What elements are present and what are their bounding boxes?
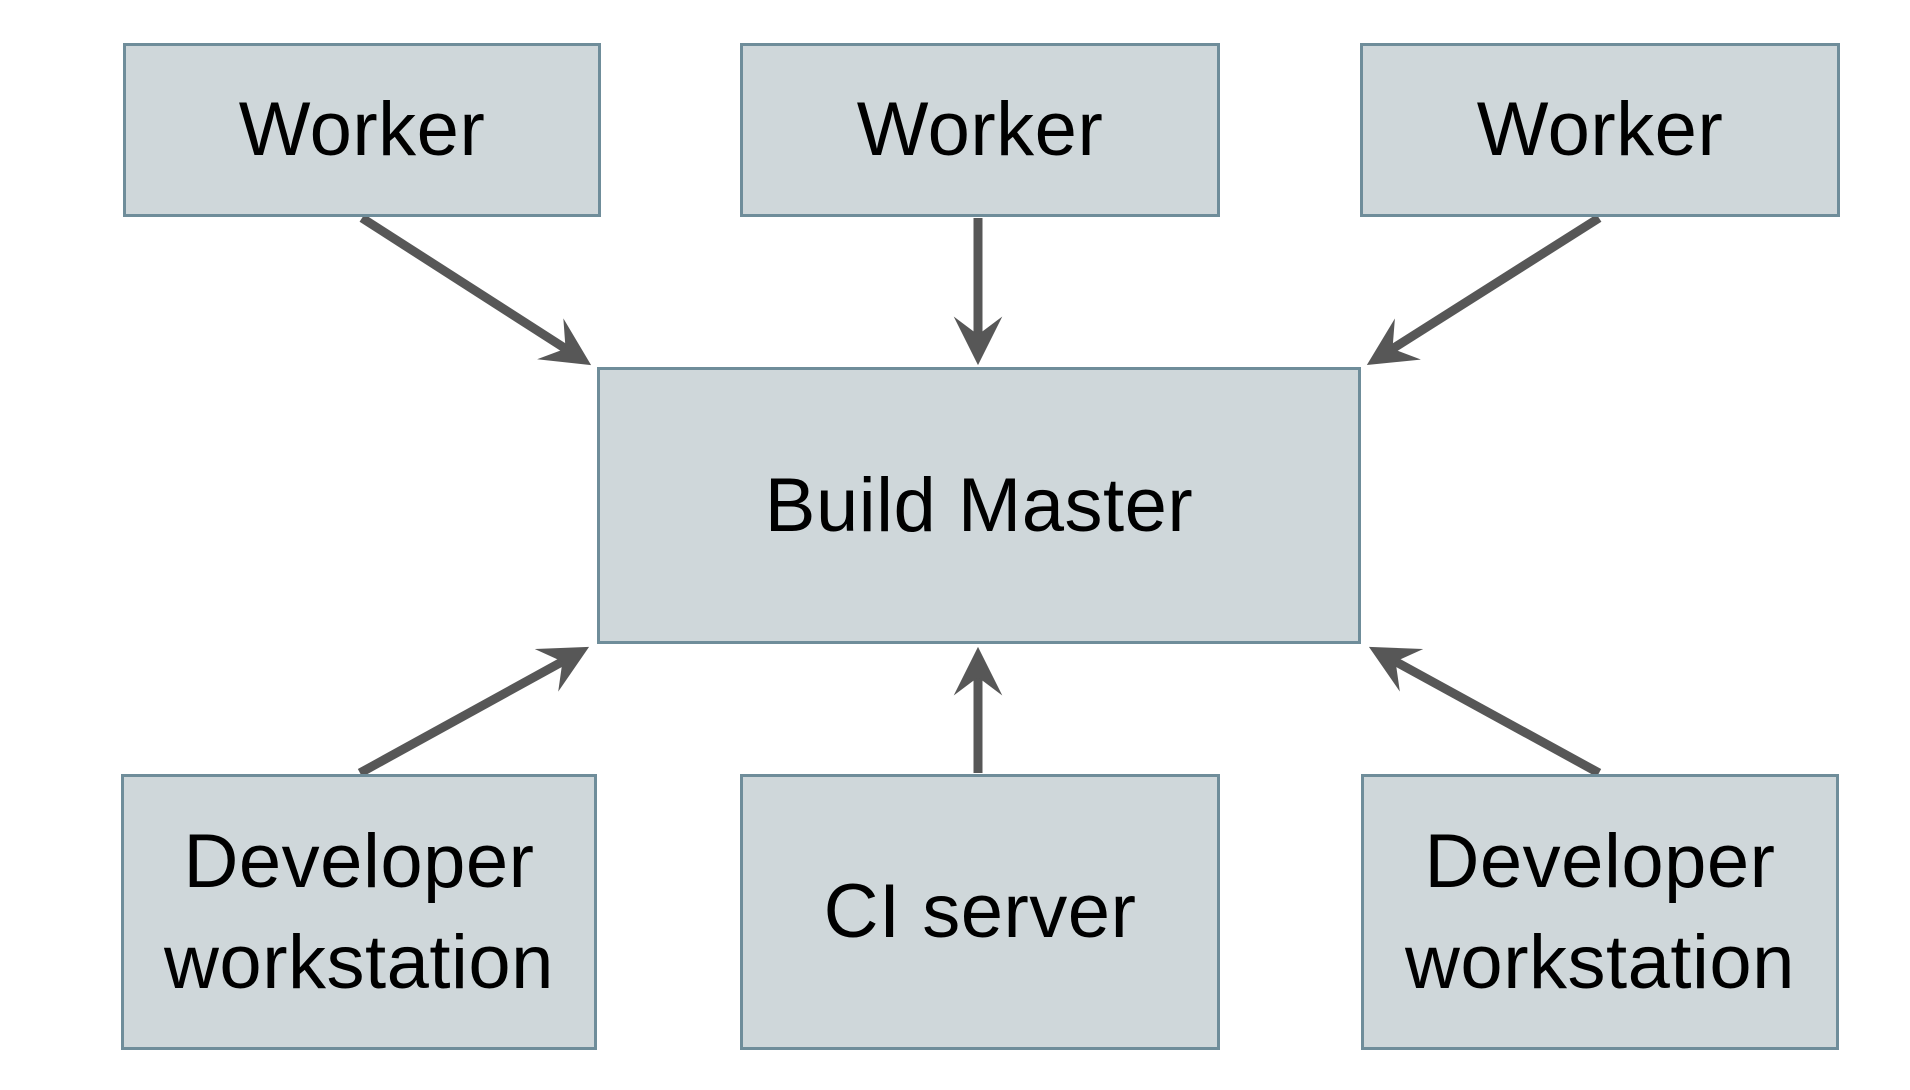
- arrow-worker1-to-buildmaster: [359, 214, 592, 366]
- node-worker-1-label: Worker: [238, 87, 486, 173]
- node-ci-server: CI server: [740, 774, 1220, 1050]
- node-developer-workstation-right-label: Developer workstation: [1405, 818, 1795, 1005]
- arrow-worker3-to-buildmaster: [1366, 214, 1602, 366]
- node-developer-workstation-right: Developer workstation: [1361, 774, 1839, 1050]
- node-build-master: Build Master: [597, 367, 1361, 644]
- node-ci-server-label: CI server: [823, 869, 1137, 955]
- node-worker-2: Worker: [740, 43, 1220, 217]
- arrow-devleft-to-buildmaster: [357, 646, 590, 777]
- node-worker-3: Worker: [1360, 43, 1840, 217]
- node-build-master-label: Build Master: [764, 462, 1194, 548]
- arrow-devright-to-buildmaster: [1368, 646, 1602, 777]
- node-worker-3-label: Worker: [1476, 87, 1724, 173]
- node-worker-1: Worker: [123, 43, 601, 217]
- node-worker-2-label: Worker: [856, 87, 1104, 173]
- node-developer-workstation-left-label: Developer workstation: [164, 818, 554, 1005]
- node-developer-workstation-left: Developer workstation: [121, 774, 597, 1050]
